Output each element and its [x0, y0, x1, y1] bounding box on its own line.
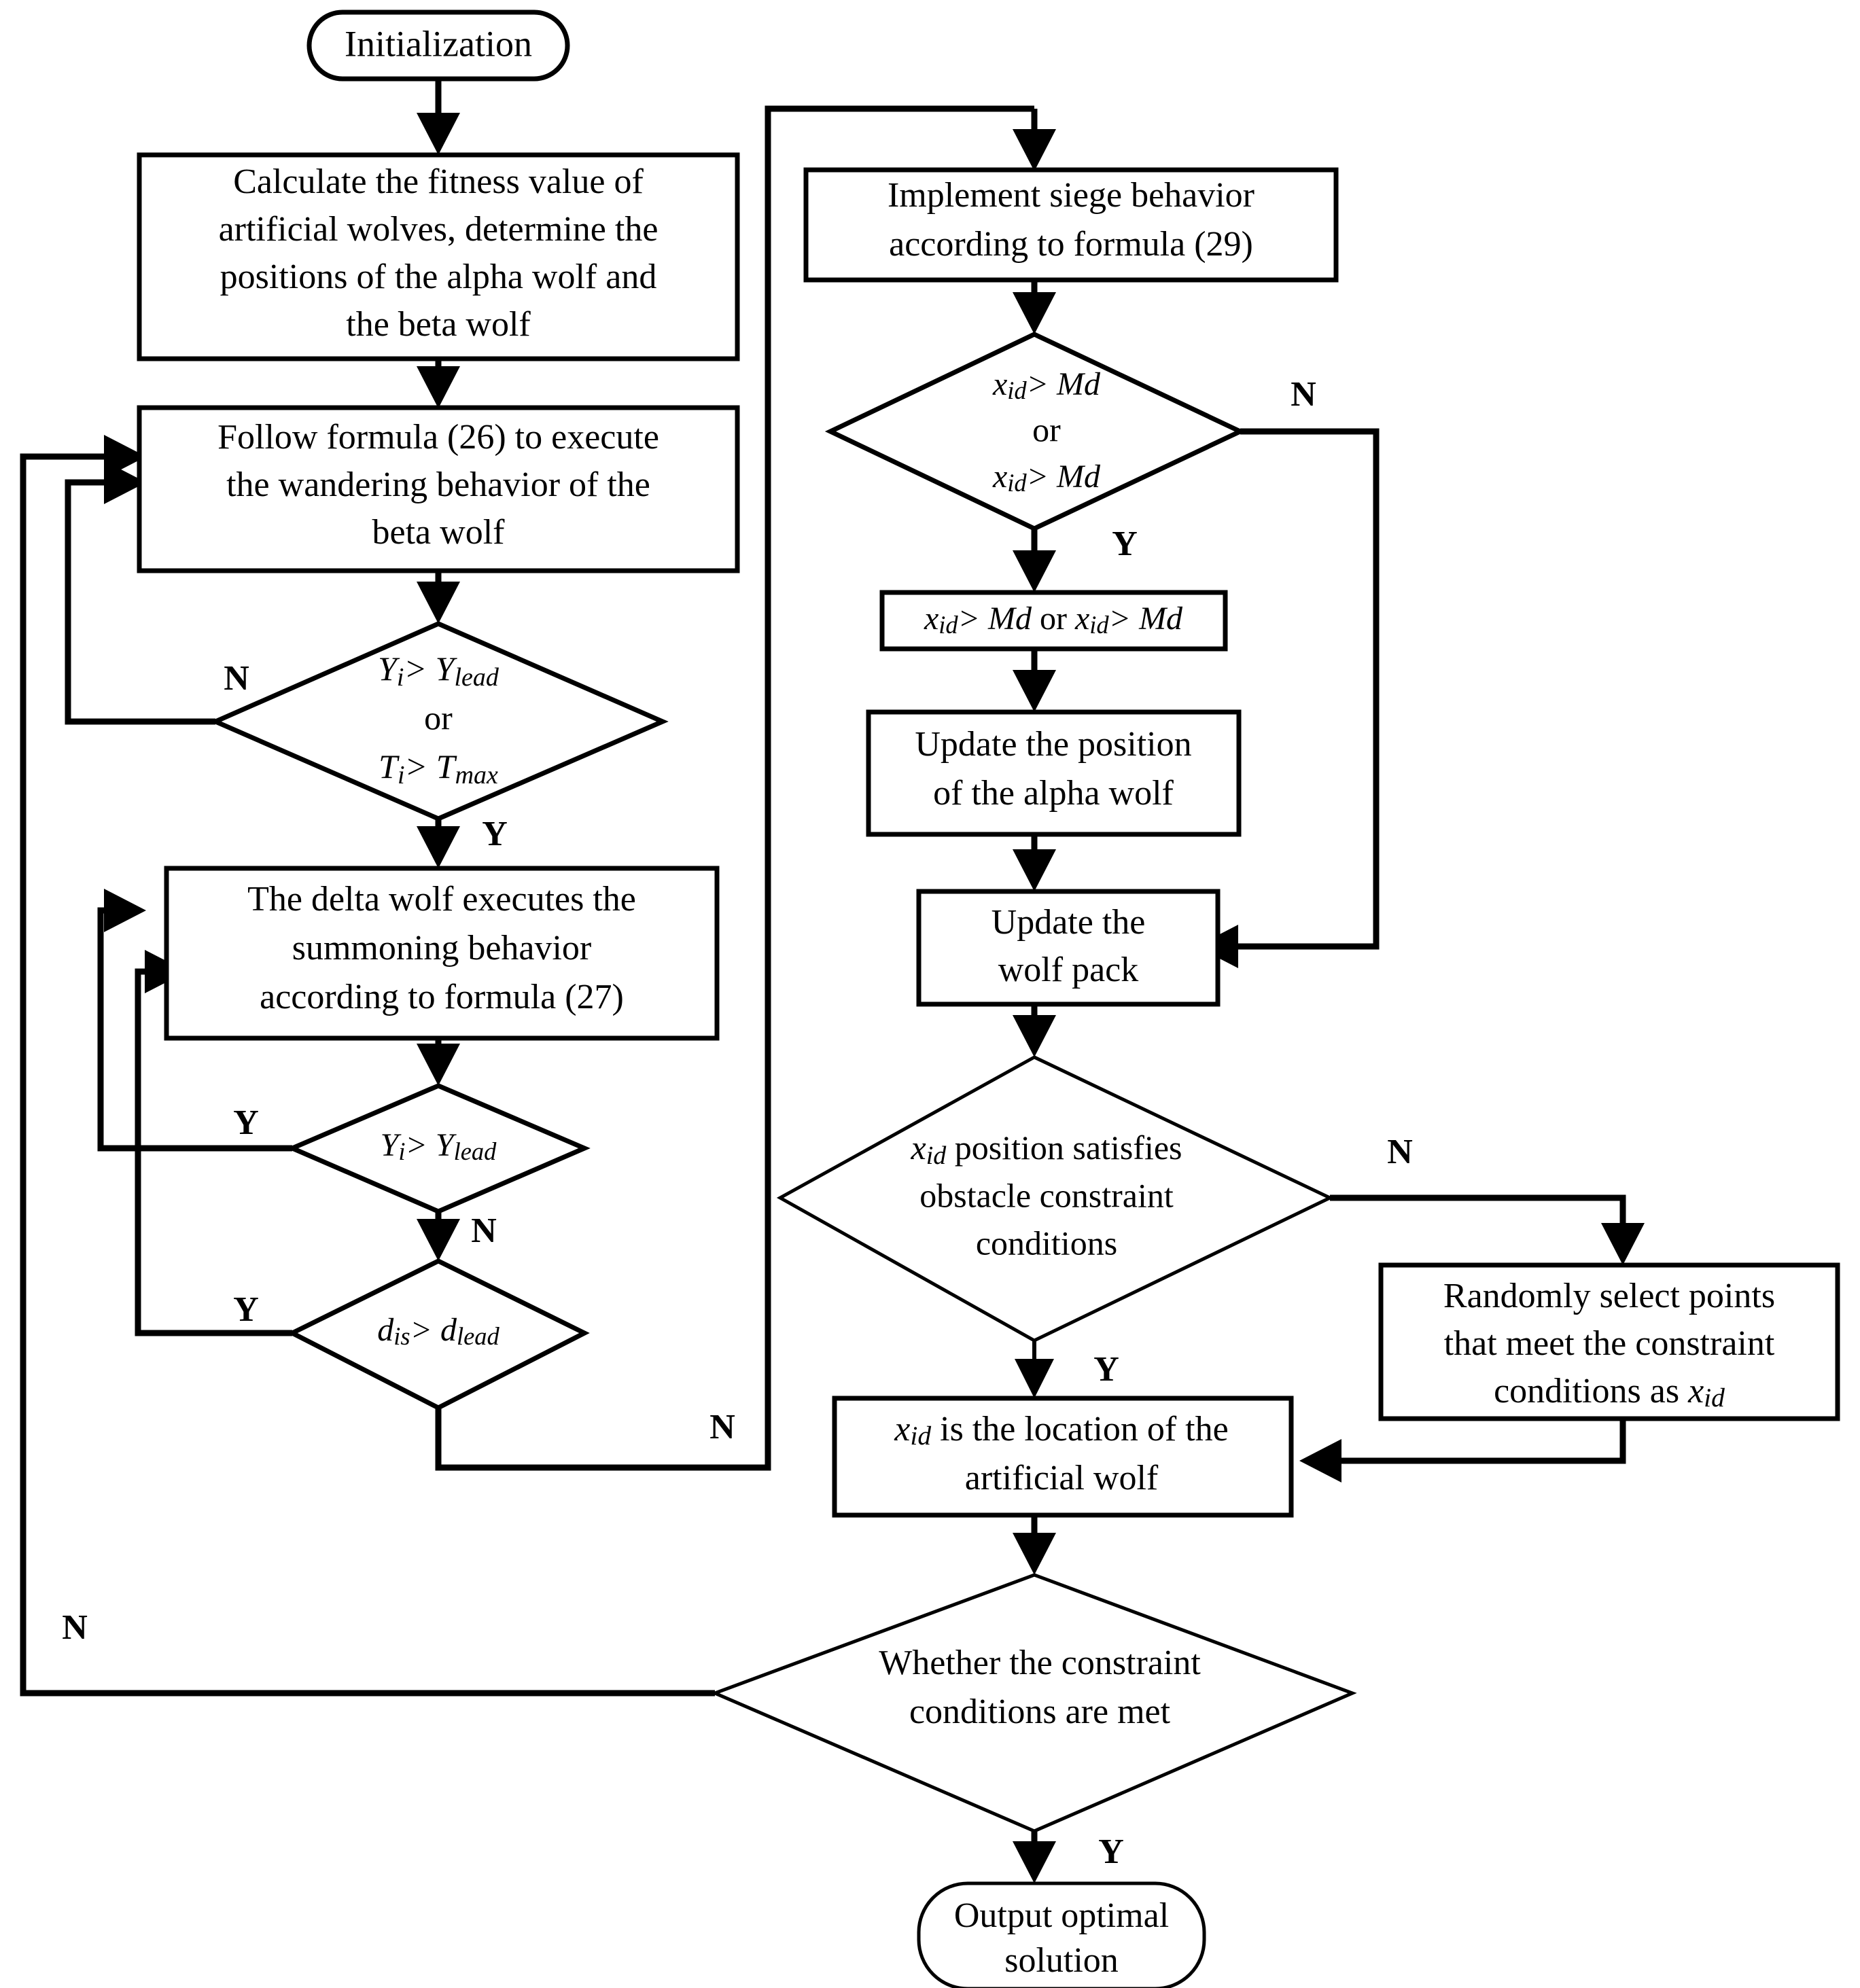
node-random-line2: that meet the constraint — [1444, 1324, 1775, 1363]
node-decision-constraint-met[interactable]: Whether the constraint conditions are me… — [710, 1573, 1357, 1833]
edge-ylead-n-to-dlead — [417, 1211, 460, 1261]
edge-random-to-location — [1299, 1419, 1626, 1483]
node-fitness-line1: Calculate the fitness value of — [233, 162, 644, 201]
edge-md-n-to-update-pack — [1196, 428, 1380, 968]
node-decision-dlead[interactable]: dis> dlead — [287, 1258, 590, 1410]
node-location-line1: xid is the location of the — [894, 1410, 1228, 1451]
node-decision-md-line2: or — [1032, 410, 1061, 448]
node-siege-behavior[interactable]: Implement siege behavior according to fo… — [803, 167, 1339, 283]
edge-dlead-n-to-siege — [435, 105, 1056, 1471]
node-calculate-fitness[interactable]: Calculate the fitness value of artificia… — [137, 152, 740, 361]
node-start[interactable]: Initialization — [306, 10, 570, 82]
node-decision-obstacle-line1: xid position satisfies — [911, 1129, 1182, 1169]
node-wander-line1: Follow formula (26) to execute — [217, 418, 659, 457]
node-output-line2: solution — [1004, 1941, 1119, 1980]
edge-obstacle-y-to-location — [1015, 1341, 1054, 1398]
node-siege-line2: according to formula (29) — [889, 225, 1253, 264]
edge-summon-to-ylead — [417, 1038, 460, 1086]
node-decision-obstacle-line3: conditions — [976, 1224, 1117, 1262]
edge-label-constraint-n: N — [62, 1608, 88, 1647]
node-update-pack-line1: Update the — [992, 903, 1146, 942]
edge-location-to-constraint — [1013, 1515, 1056, 1575]
node-decision-ylead[interactable]: Yi> Ylead — [286, 1083, 591, 1214]
edge-label-md-n: N — [1291, 375, 1316, 414]
edge-siege-to-md — [1013, 279, 1056, 334]
node-decision-md-line3: xid> Md — [992, 459, 1101, 497]
node-wandering-behavior[interactable]: Follow formula (26) to execute the wande… — [137, 405, 740, 573]
node-start-label: Initialization — [345, 23, 532, 64]
edge-label-obstacle-n: N — [1387, 1133, 1413, 1171]
node-md-box-label: xid> Md or xid> Md — [924, 601, 1183, 639]
node-summoning-behavior[interactable]: The delta wolf executes the summoning be… — [164, 866, 720, 1041]
edge-wander-to-decision-wander — [417, 571, 460, 624]
edge-md-y-to-box — [1013, 529, 1056, 592]
edge-start-to-fitness — [417, 78, 460, 155]
node-wander-line3: beta wolf — [372, 513, 506, 552]
node-fitness-line2: artificial wolves, determine the — [219, 210, 659, 249]
edge-label-ylead-y: Y — [233, 1103, 259, 1142]
node-update-pack-line2: wolf pack — [998, 951, 1138, 989]
edge-label-wander-n: N — [224, 659, 249, 698]
node-decision-obstacle-line2: obstacle constraint — [919, 1176, 1174, 1214]
node-decision-md[interactable]: xid> Md or xid> Md — [824, 332, 1246, 531]
edge-constraint-n-loop — [20, 435, 715, 1697]
edge-label-obstacle-y: Y — [1093, 1350, 1119, 1389]
node-siege-line1: Implement siege behavior — [888, 176, 1254, 215]
edge-update-alpha-to-pack — [1013, 834, 1056, 891]
node-summon-line3: according to formula (27) — [260, 978, 624, 1016]
node-decision-wander-line1: Yi> Ylead — [378, 650, 499, 691]
edge-box-to-update-alpha — [1013, 649, 1056, 712]
node-xid-location[interactable]: xid is the location of the artificial wo… — [832, 1396, 1294, 1518]
node-fitness-line4: the beta wolf — [346, 305, 531, 344]
node-update-wolf-pack[interactable]: Update the wolf pack — [916, 889, 1221, 1007]
edge-label-constraint-y: Y — [1098, 1832, 1124, 1871]
node-output-optimal-solution[interactable]: Output optimal solution — [917, 1881, 1206, 1988]
node-decision-ylead-label: Yi> Ylead — [381, 1127, 497, 1165]
edge-update-pack-to-obstacle — [1013, 1004, 1056, 1057]
node-update-alpha-line1: Update the position — [915, 725, 1191, 764]
edge-ylead-y-loop — [97, 889, 292, 1152]
node-decision-dlead-label: dis> dlead — [377, 1312, 499, 1350]
node-wander-line2: the wandering behavior of the — [226, 465, 650, 504]
node-md-condition-box[interactable]: xid> Md or xid> Md — [879, 590, 1228, 652]
edge-obstacle-n-to-random — [1330, 1194, 1645, 1265]
node-update-alpha-line2: of the alpha wolf — [933, 774, 1174, 813]
edge-wander-decision-y-to-summon — [417, 819, 460, 868]
edge-constraint-y-to-output — [1013, 1831, 1056, 1883]
node-decision-constraint-line2: conditions are met — [909, 1692, 1171, 1731]
node-decision-wander-line3: Ti> Tmax — [379, 747, 498, 789]
node-summon-line2: summoning behavior — [292, 929, 592, 968]
node-fitness-line3: positions of the alpha wolf and — [220, 258, 657, 296]
node-random-select-points[interactable]: Randomly select points that meet the con… — [1378, 1262, 1840, 1421]
node-update-alpha-position[interactable]: Update the position of the alpha wolf — [866, 709, 1242, 837]
node-decision-wander-line2: or — [424, 698, 453, 736]
edge-label-dlead-y: Y — [233, 1290, 259, 1329]
node-random-line3: conditions as xid — [1494, 1372, 1725, 1413]
edge-fitness-to-wander — [417, 358, 460, 408]
node-location-line2: artificial wolf — [965, 1459, 1159, 1497]
node-output-line1: Output optimal — [954, 1896, 1169, 1935]
edge-label-ylead-n: N — [471, 1211, 497, 1250]
node-decision-constraint-line1: Whether the constraint — [879, 1644, 1201, 1682]
node-decision-md-line1: xid> Md — [992, 366, 1101, 404]
edge-label-dlead-n: N — [709, 1408, 735, 1446]
node-summon-line1: The delta wolf executes the — [247, 880, 636, 919]
edge-label-md-y: Y — [1112, 525, 1138, 563]
node-random-line1: Randomly select points — [1443, 1277, 1775, 1315]
node-decision-obstacle-constraint[interactable]: xid position satisfies obstacle constrai… — [776, 1055, 1334, 1343]
edge-label-wander-y: Y — [482, 815, 508, 853]
node-decision-wander[interactable]: Yi> Ylead or Ti> Tmax — [209, 621, 669, 821]
